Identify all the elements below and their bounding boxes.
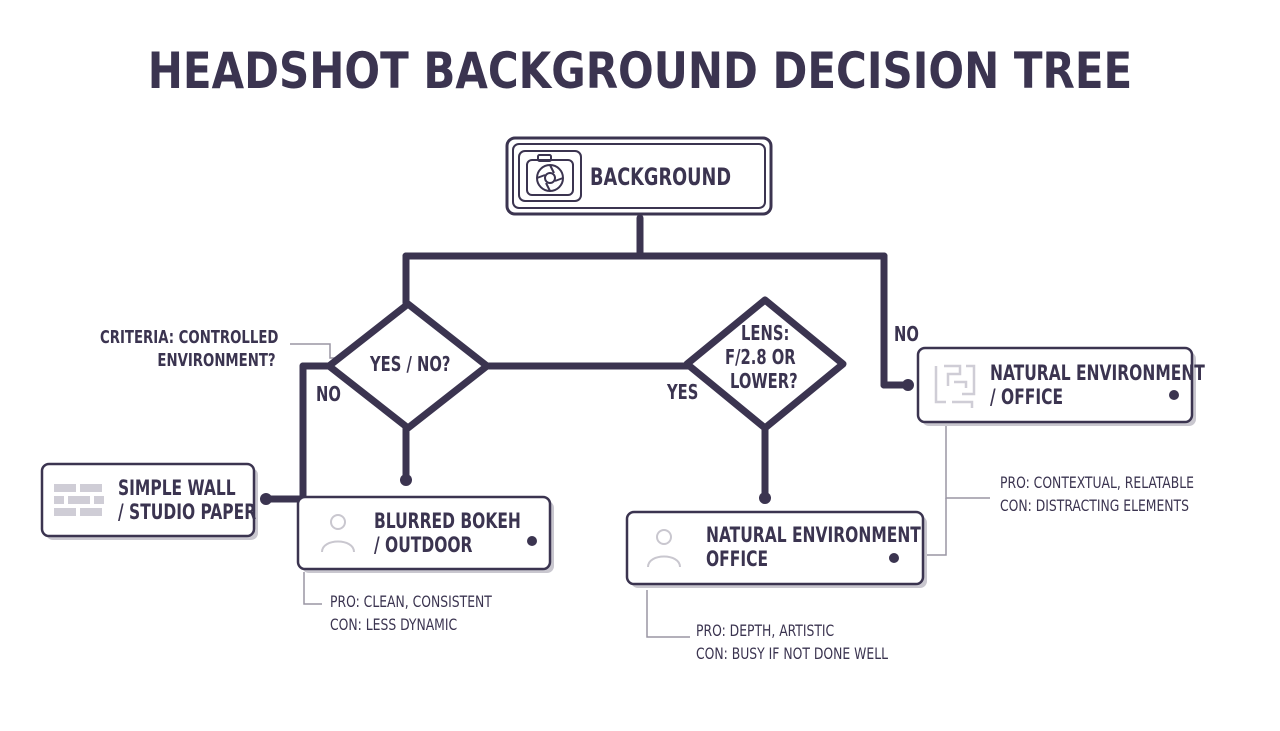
- edge-label-no-right: NO: [894, 322, 919, 346]
- root-box: [505, 136, 773, 216]
- simple-wall-label: SIMPLE WALL / STUDIO PAPER: [118, 476, 256, 524]
- root-label: BACKGROUND: [590, 163, 732, 191]
- criteria-line2: ENVIRONMENT?: [157, 350, 276, 372]
- natural-office-mid-box: [625, 510, 927, 588]
- edge-label-no-left: NO: [316, 382, 341, 406]
- criteria-annotation: CRITERIA: CONTROLLED ENVIRONMENT?: [100, 326, 278, 373]
- dot-simple-wall: [260, 493, 272, 505]
- criteria-line1: CRITERIA: CONTROLLED: [100, 327, 279, 348]
- blurred-bokeh-box: [296, 495, 554, 573]
- maze-icon: [934, 364, 976, 408]
- natural-office-right-box: [916, 346, 1196, 426]
- decision-diamond-left: [325, 300, 491, 432]
- right-connector-2: [924, 498, 947, 556]
- decision-right-line2: F/2.8 OR: [725, 345, 796, 369]
- right-label: NATURAL ENVIRONMENT / OFFICE: [990, 361, 1205, 409]
- right-con: CON: DISTRACTING ELEMENTS: [1000, 496, 1189, 516]
- bokeh-pros-cons: PRO: CLEAN, CONSISTENT CON: LESS DYNAMIC: [330, 590, 492, 636]
- person-icon-mid: [647, 529, 681, 568]
- right-line2: / OFFICE: [990, 385, 1064, 410]
- simple-wall-line1: SIMPLE WALL: [118, 476, 236, 500]
- connector-dots: [260, 379, 914, 505]
- edge-label-yes-mid: YES: [667, 380, 699, 404]
- bokeh-con: CON: LESS DYNAMIC: [330, 615, 458, 635]
- diagram-title: HEADSHOT BACKGROUND DECISION TREE: [147, 42, 1133, 100]
- bokeh-label: BLURRED BOKEH / OUTDOOR: [374, 509, 521, 557]
- bokeh-connector: [303, 572, 322, 605]
- bokeh-pro: PRO: CLEAN, CONSISTENT: [330, 592, 492, 611]
- decision-diamond-right: [683, 296, 847, 432]
- right-line1: NATURAL ENVIRONMENT: [990, 361, 1205, 385]
- mid-pro: PRO: DEPTH, ARTISTIC: [696, 621, 835, 640]
- right-pros-cons: PRO: CONTEXTUAL, RELATABLE CON: DISTRACT…: [1000, 471, 1194, 517]
- dot-bokeh-top: [400, 474, 412, 486]
- mid-pros-cons: PRO: DEPTH, ARTISTIC CON: BUSY IF NOT DO…: [696, 619, 888, 665]
- dot-lens-bottom: [759, 492, 771, 504]
- dot-right-hook: [902, 379, 914, 391]
- right-pro: PRO: CONTEXTUAL, RELATABLE: [1000, 473, 1194, 492]
- decision-right-line3: LOWER?: [730, 369, 798, 393]
- right-status-dot: [1169, 390, 1179, 400]
- mid-line2: OFFICE: [706, 547, 769, 572]
- mid-con: CON: BUSY IF NOT DONE WELL: [696, 644, 888, 664]
- mid-label: NATURAL ENVIRONMENT OFFICE: [706, 523, 921, 571]
- person-icon-bokeh: [321, 514, 355, 553]
- bokeh-status-dot: [527, 536, 537, 546]
- simple-wall-line2: / STUDIO PAPER: [118, 500, 257, 525]
- decision-left-label: YES / NO?: [370, 352, 451, 376]
- bokeh-line2: / OUTDOOR: [374, 533, 473, 558]
- brick-wall-icon: [54, 484, 104, 516]
- mid-connector: [646, 590, 690, 638]
- mid-line1: NATURAL ENVIRONMENT: [706, 523, 921, 547]
- camera-aperture-icon: [526, 154, 574, 196]
- right-connector: [945, 426, 990, 499]
- bokeh-line1: BLURRED BOKEH: [374, 509, 521, 533]
- decision-right-line1: LENS:: [741, 321, 790, 345]
- main-connectors: [264, 214, 914, 503]
- mid-status-dot: [889, 553, 899, 563]
